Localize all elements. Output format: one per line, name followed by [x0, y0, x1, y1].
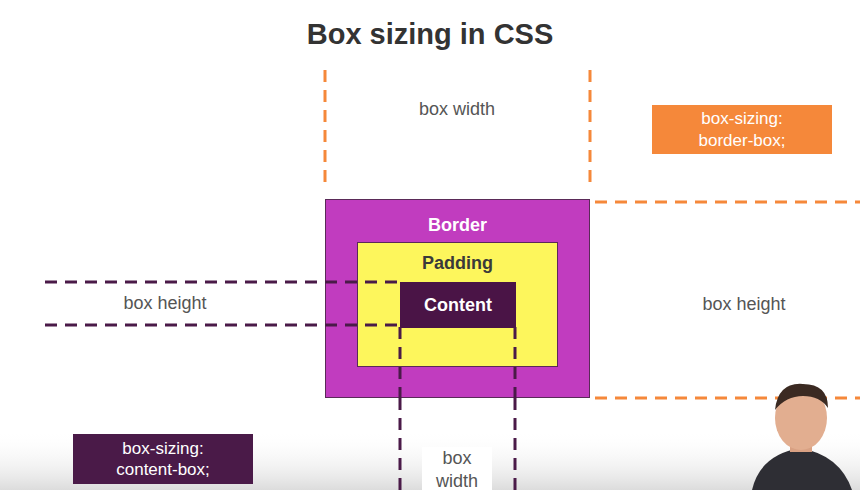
node-text: Padding [422, 252, 493, 275]
diagram-title: Box sizing in CSS [0, 18, 860, 51]
content-box-tag: box-sizing: content-box; [73, 434, 253, 484]
node-text: Border [428, 214, 487, 237]
border-box-dimension-lines [325, 70, 860, 398]
padding-box: PaddingContent [357, 242, 558, 367]
content-box: Content [400, 282, 516, 328]
node-text: box-sizing: border-box; [677, 108, 807, 151]
dimension-label: box width [422, 447, 492, 490]
node-text: box-sizing: content-box; [98, 438, 228, 481]
node-text: Content [424, 294, 492, 317]
border-box: BorderPaddingContent [325, 199, 590, 398]
dimension-label: box height [674, 293, 814, 316]
presenter [752, 384, 852, 490]
border-box-tag: box-sizing: border-box; [652, 105, 832, 154]
dimension-label: box height [95, 292, 235, 315]
dimension-label: box width [392, 98, 522, 121]
